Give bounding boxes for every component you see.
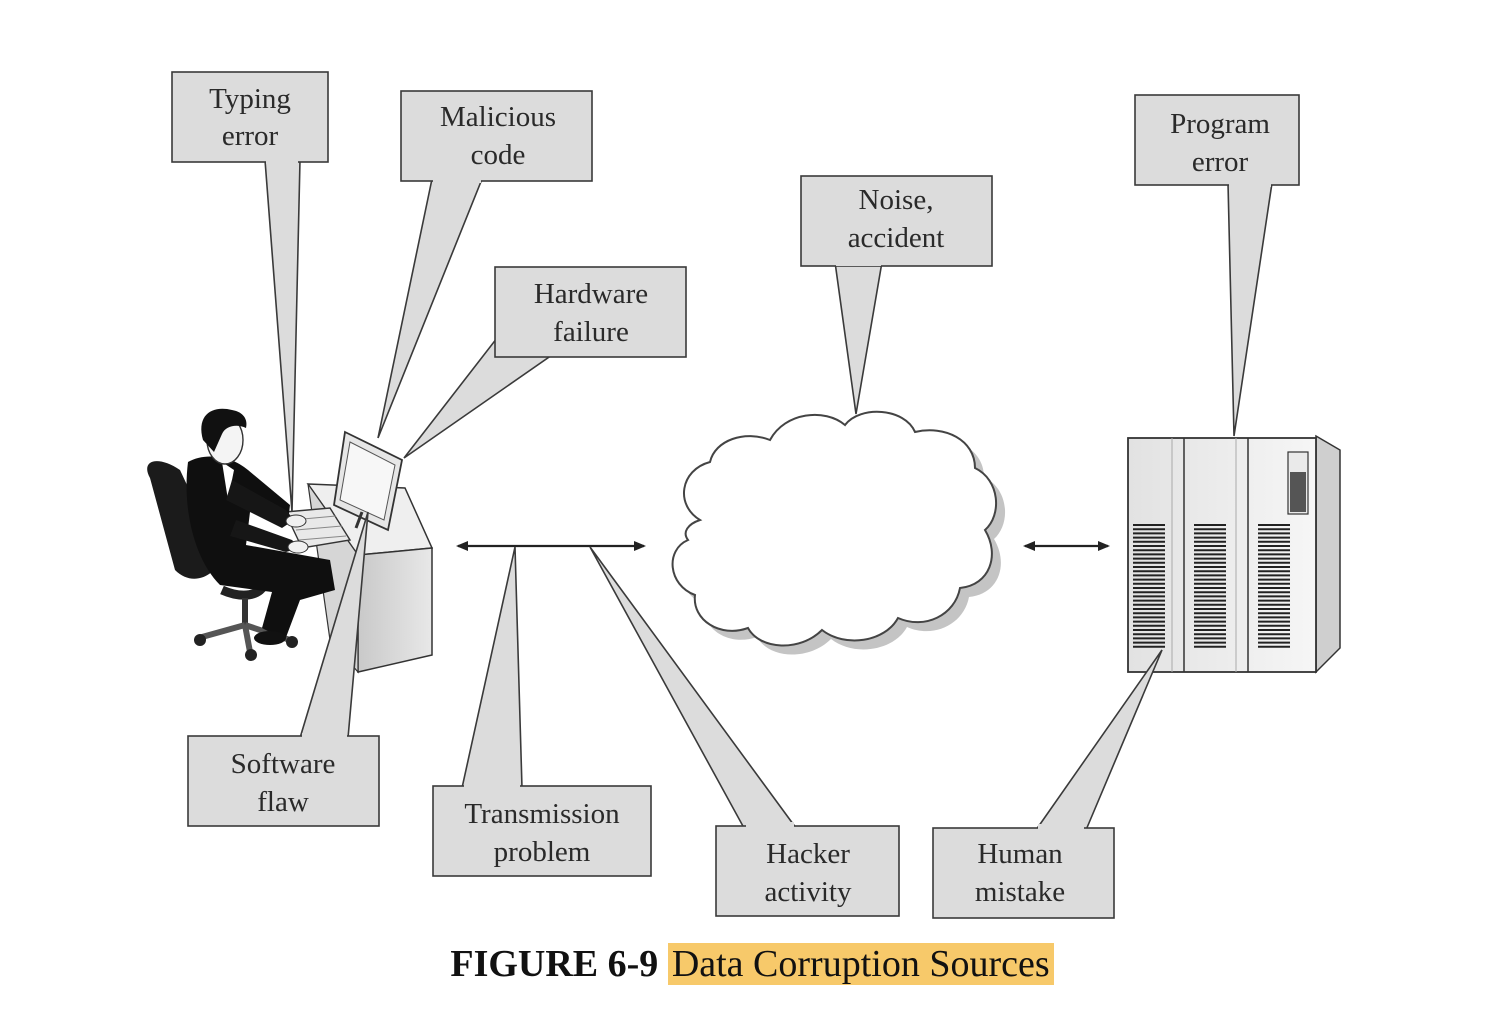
- callout-typing-error: Typing error: [171, 71, 329, 513]
- figure-caption: FIGURE 6-9 Data Corruption Sources: [0, 942, 1504, 986]
- callout-hardware-failure-line1: Hardware: [534, 278, 648, 310]
- server-vents: [1133, 524, 1290, 648]
- callout-human-mistake: Human mistake: [932, 649, 1163, 919]
- callout-noise-accident: Noise, accident: [800, 175, 993, 415]
- callout-noise-accident-line2: accident: [848, 222, 945, 254]
- callout-human-mistake-line1: Human: [977, 838, 1063, 870]
- callout-hacker-activity: Hacker activity: [589, 546, 900, 917]
- callout-malicious-code-line2: code: [471, 139, 526, 171]
- figure-label: FIGURE 6-9: [450, 943, 659, 985]
- callout-transmission-problem-line1: Transmission: [464, 798, 620, 830]
- workstation-illustration: [147, 408, 434, 674]
- callout-human-mistake-line2: mistake: [975, 876, 1065, 908]
- callout-software-flaw: Software flaw: [187, 511, 380, 827]
- callout-software-flaw-line1: Software: [231, 748, 336, 780]
- server-cabinet: [1127, 434, 1341, 674]
- callout-malicious-code-line1: Malicious: [440, 101, 556, 133]
- callout-noise-accident-line1: Noise,: [859, 184, 934, 216]
- callout-typing-error-line1: Typing: [209, 83, 291, 115]
- callout-transmission-problem-line2: problem: [494, 836, 591, 868]
- callout-program-error: Program error: [1134, 94, 1300, 437]
- callout-hardware-failure: Hardware failure: [403, 266, 687, 459]
- callout-hacker-activity-line2: activity: [765, 876, 852, 908]
- callout-malicious-code: Malicious code: [377, 90, 593, 439]
- callout-software-flaw-line2: flaw: [257, 786, 309, 818]
- callout-program-error-line2: error: [1192, 146, 1249, 178]
- callout-hardware-failure-line2: failure: [553, 316, 629, 348]
- callout-hacker-activity-line1: Hacker: [766, 838, 850, 870]
- callout-typing-error-line2: error: [222, 120, 279, 152]
- callout-program-error-line1: Program: [1170, 108, 1270, 140]
- network-cloud: [671, 410, 1006, 655]
- callout-transmission-problem: Transmission problem: [432, 546, 652, 877]
- figure-title: Data Corruption Sources: [667, 943, 1054, 985]
